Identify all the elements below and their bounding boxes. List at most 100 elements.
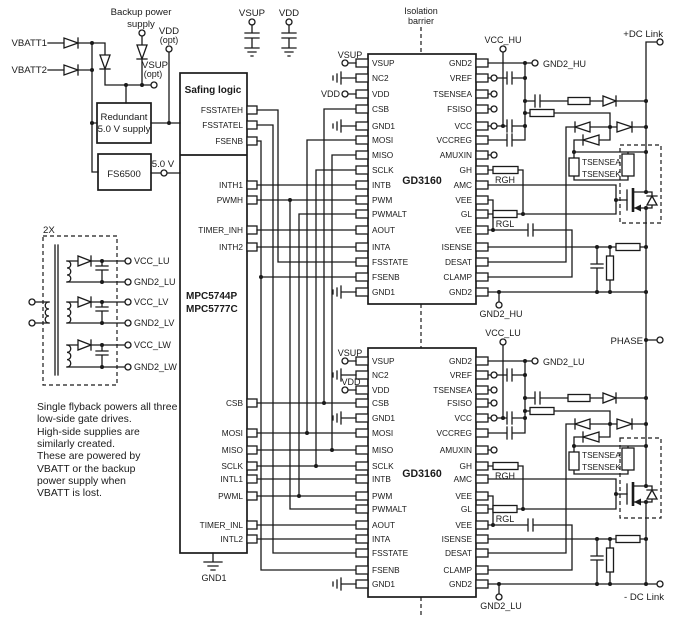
gd-hu-pin: AOUT [372,225,395,235]
lu-clamp-diode-left [572,418,591,430]
gnd2-hu-label: GND2_HU [543,59,586,69]
mcu-ground-symbol [203,552,223,571]
gd-lu-pin: NC2 [372,370,389,380]
redundant-supply-label: Redundant [101,112,148,123]
gnd2-hu-bottom-label: GND2_HU [479,309,522,319]
gd-lu-pin: PWMALT [372,504,407,514]
mpc-part2: MPC5777C [186,304,238,315]
pin-fsstatel: FSSTATEL [202,120,243,130]
gd3160-lu-part: GD3160 [402,468,442,480]
signal-bus [256,108,357,571]
primary-winding [44,301,50,324]
gd-lu-pin: GND1 [372,413,395,423]
hu-clamp-diode-right [616,121,635,133]
pin-timer-inl: TIMER_INL [200,520,244,530]
vsup-cap-label: VSUP [239,8,265,19]
gd-hu-pin: AMUXIN [440,150,472,160]
vsup-cap-terminal [248,18,256,26]
fs6500-label: FS6500 [107,169,141,180]
power-input-section: Backup power supply VDD (opt) VBATT1 VBA… [11,7,181,191]
gd-hu-pin: FSISO [447,104,472,114]
lu-mosfet-arrow [634,498,641,506]
hu-series-resistor [529,108,555,118]
backup-supply-label2: supply [127,19,155,30]
lu-module-sense-resistor [621,447,635,471]
isolation-label2: barrier [408,16,434,26]
gd-lu-pin: FSENB [372,565,400,575]
lu-snubber-resistor [567,393,591,403]
gnd2-hu-bottom-terminal [495,301,503,309]
phase-label: PHASE [610,336,643,347]
gd-lu-pin: GH [460,461,472,471]
rgl-lu-label: RGL [496,514,515,524]
gd-lu-pin: FSSTATE [372,548,409,558]
note-line: High-side supplies are [37,427,140,438]
lu-isense-resistor [605,547,615,573]
redundant-supply-label2: 5.0 V supply [98,124,151,135]
gd-hu-pin: MISO [372,150,394,160]
gd-lu-pin: GND1 [372,579,395,589]
gd-lu-pin: VEE [455,520,472,530]
gd-hu-pin: INTA [372,242,391,252]
mpc-pin-rects [246,105,258,544]
pin-pwmh: PWMH [217,195,243,205]
hu-power-module [619,144,662,224]
flyback-supply: 2X VCC_LU GND2_LU VCC_LV GND2_LV VCC_LW … [28,225,177,386]
backup-diode [136,44,148,61]
gd-lu-pin: AOUT [372,520,395,530]
gd-hu-pin: TSENSEA [433,89,472,99]
gd-lu-pin: CLAMP [443,565,472,575]
decoupling-caps: VSUP VDD [239,8,299,57]
gd-hu-pin: CSB [372,104,390,114]
hu-tsense-resistor [568,157,580,177]
note-line: VBATT or the backup [37,464,136,475]
note-line: low-side gate drives. [37,414,132,425]
vbatt2-label: VBATT2 [11,65,47,76]
gd-hu-pin: SCLK [372,165,394,175]
lu-vsup-terminal [341,357,349,365]
vsup-opt-terminal [150,81,158,89]
vcc-lu-label: VCC_LU [485,328,521,338]
pin-csb: CSB [226,398,244,408]
mcu-gnd-label: GND1 [201,573,226,583]
pin-fsenb: FSENB [215,136,243,146]
gd-hu-pin: VCCREG [437,135,473,145]
vdd-opt-label: VDD [159,26,179,37]
note-line: Single flyback powers all three [37,402,178,413]
gd-hu-pin: GH [460,165,472,175]
pin-timer-inh: TIMER_INH [198,225,243,235]
lu-body-diode [645,488,659,500]
vdd-opt-terminal [165,45,173,53]
gd-lu-pin: VREF [450,370,472,380]
rgh-hu-label: RGH [495,175,515,185]
lu-shunt-resistor [615,534,641,544]
secondary-winding-lw [66,339,132,371]
gd-lu-pin: SCLK [372,461,394,471]
gd-hu-pin: VSUP [372,58,395,68]
gd-hu-pin: GND1 [372,287,395,297]
rgl-hu-label: RGL [496,219,515,229]
gnd2-hu-terminal [531,59,539,67]
gd-hu-pin: FSENB [372,272,400,282]
gnd2-lu-terminal [531,357,539,365]
hu-body-diode [645,194,659,206]
gnd2-lu-label: GND2_LU [543,357,585,367]
tsensek-lu-label: TSENSEK [582,462,621,472]
vbatt2-diode [63,64,80,76]
vbatt1-diode [63,37,80,49]
hu-snubber-resistor [567,96,591,106]
safing-logic-title: Safing logic [185,85,242,96]
gd-lu-pin: GND2 [449,356,472,366]
gd-hu-pin: MOSI [372,135,393,145]
gd-lu-pin: GL [461,504,472,514]
vcc-hu-label: VCC_HU [484,35,521,45]
gnd2-lu-bottom-terminal [495,593,503,601]
vsup-opt-label2: (opt) [144,69,163,79]
hu-vsup-terminal [341,59,349,67]
hu-isense-resistor [605,255,615,281]
hu-desat-diode [580,134,600,146]
gd-lu-pin: INTB [372,474,391,484]
gd-lu-pin: FSISO [447,398,472,408]
